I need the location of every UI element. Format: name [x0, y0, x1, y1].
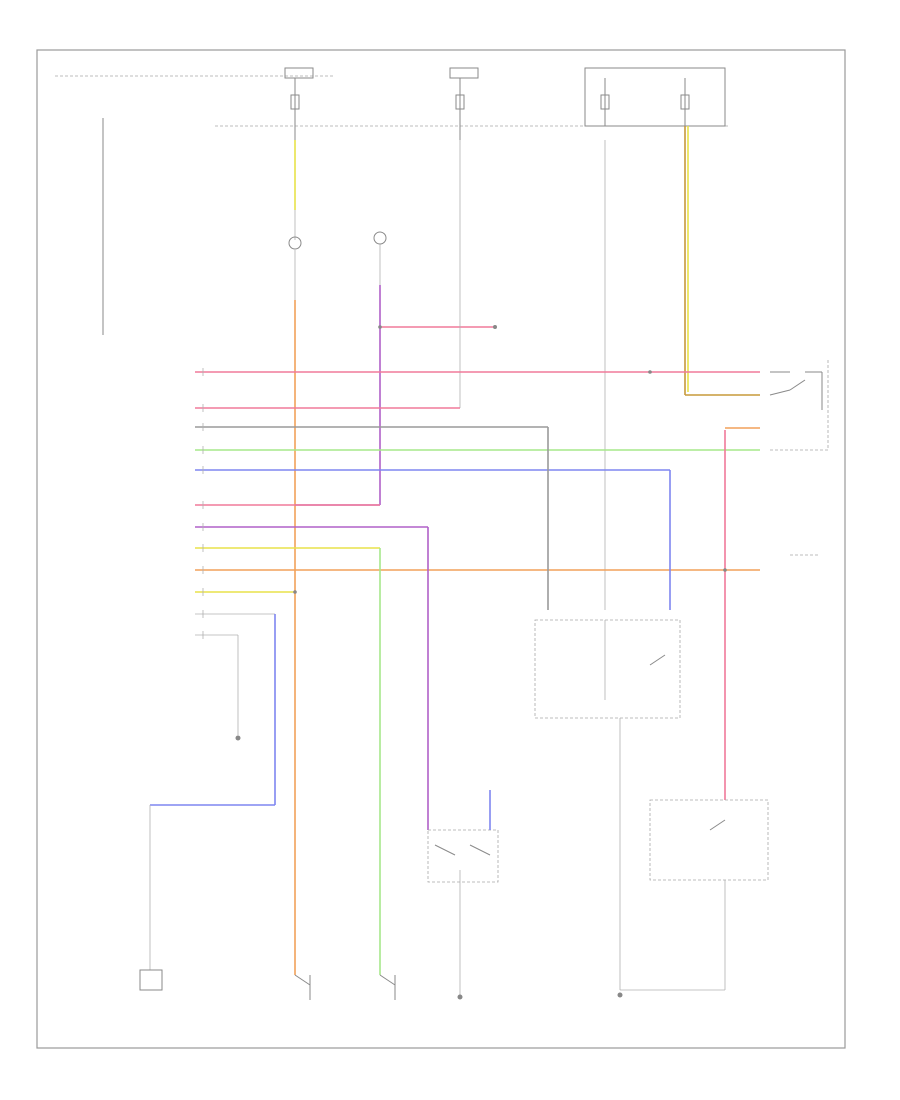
fuse-block-2 — [449, 67, 479, 140]
diagram-frame — [36, 49, 846, 1049]
warning-lamp-2 — [373, 231, 387, 245]
gauge-box — [534, 619, 681, 719]
ground-symbol-2 — [617, 992, 623, 998]
alternator — [139, 835, 163, 991]
shift-switch-box — [649, 799, 769, 881]
oil-pressure-switch — [294, 974, 311, 1000]
warning-lamp-1 — [288, 236, 302, 250]
relay-switch — [769, 371, 823, 410]
brake-fluid-switch — [379, 974, 396, 1000]
fuse-block-3 — [584, 67, 726, 127]
neutral-switch — [427, 790, 499, 1000]
ground-symbol-1 — [235, 735, 241, 741]
fuse-block-1 — [284, 67, 314, 140]
